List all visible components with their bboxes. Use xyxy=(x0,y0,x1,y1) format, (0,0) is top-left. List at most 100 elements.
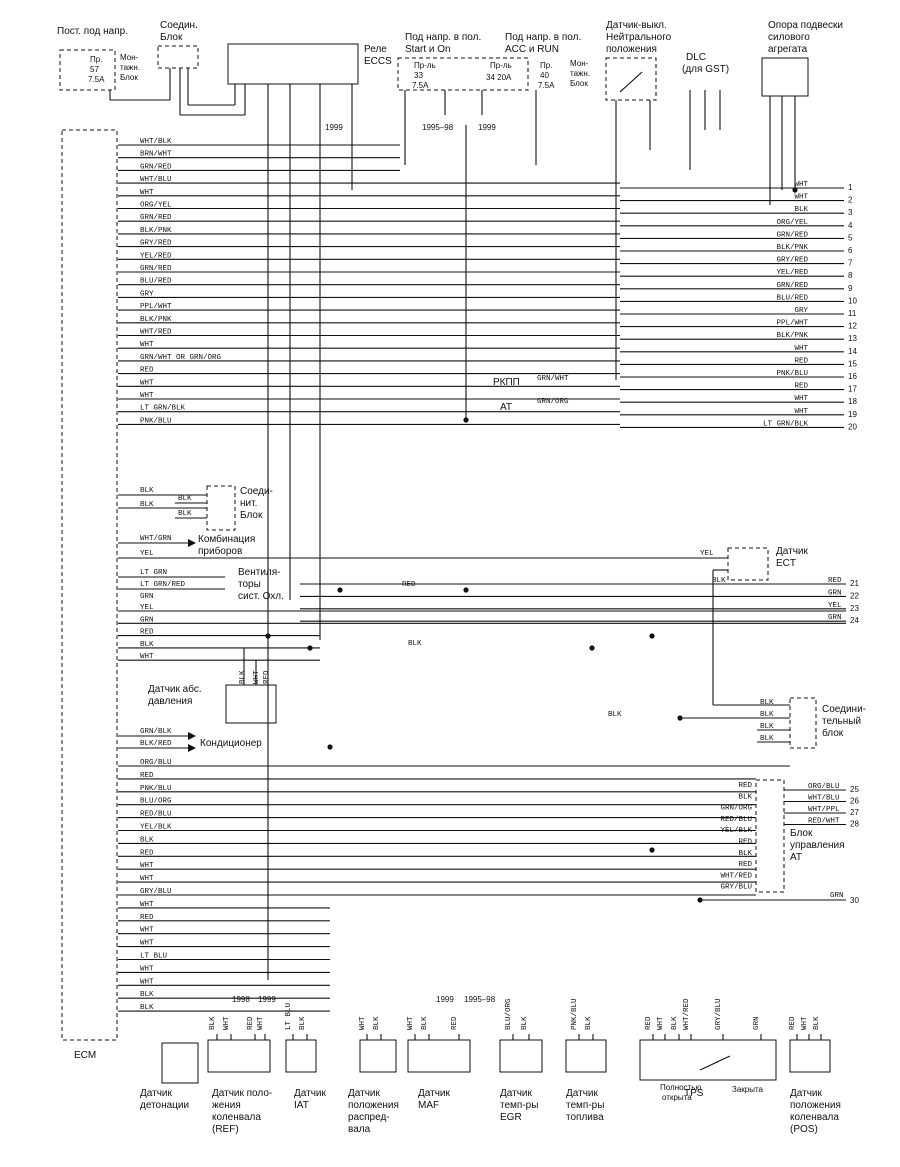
right-pin-16: 16 xyxy=(848,372,857,381)
cluster-l1: Комбинация xyxy=(198,533,255,545)
pos-sensor-box xyxy=(789,1039,831,1073)
mid-blk-label2: BLK xyxy=(608,711,622,719)
mid-right-pin-24: 24 xyxy=(850,616,859,625)
relay-eccs-l1: Реле xyxy=(364,44,387,55)
ect-box xyxy=(727,547,769,581)
right-wire-label-20: LT GRN/BLK xyxy=(763,420,809,428)
ect-l1: Датчик xyxy=(776,546,808,557)
joint-block-right xyxy=(789,697,817,749)
fans-l3: сист. Охл. xyxy=(238,591,284,602)
at-control-box xyxy=(755,779,785,893)
fuse40-l3: 7.5A xyxy=(538,81,555,90)
bottom-maf-label-2: RED xyxy=(451,1016,459,1030)
right-wire-label-11: GRY xyxy=(794,307,808,315)
right-pin-19: 19 xyxy=(848,410,857,419)
right-wire-label-3: BLK xyxy=(794,206,808,214)
at-out-pin-28: 28 xyxy=(850,820,859,829)
at-out-label-28: RED/WHT xyxy=(808,818,840,826)
dlc-l1: DLC xyxy=(686,52,706,63)
mount-block2-l2: тажн. xyxy=(570,69,590,78)
cluster-wire: WHT/GRN xyxy=(140,535,172,543)
sensor-8-name-1: положения xyxy=(790,1100,841,1111)
bottom-ref-label-2: RED xyxy=(247,1016,255,1030)
joint-block-top-l2: Блок xyxy=(160,32,183,43)
fuse33-l3: 7.5A xyxy=(412,81,429,90)
right-wire-label-10: BLU/RED xyxy=(776,294,808,302)
fan-w2: LT GRN/RED xyxy=(140,581,186,589)
ac-w1: BLK/RED xyxy=(140,740,172,748)
ground-joint-block xyxy=(206,485,236,531)
fuse57-box xyxy=(59,49,116,91)
fuse34-l2: 34 20A xyxy=(486,73,512,82)
sensor-8-name-2: коленвала xyxy=(790,1112,839,1123)
joint-block-top xyxy=(157,45,199,69)
yr-1999a: 1999 xyxy=(258,995,276,1004)
start-on-l2: Start и On xyxy=(405,44,451,55)
right-pin-8: 8 xyxy=(848,271,853,280)
mid-right-pin-23: 23 xyxy=(850,604,859,613)
neutral-switch-l2: Нейтрального xyxy=(606,32,672,43)
sensor-8-name-3: (POS) xyxy=(790,1124,818,1135)
sensor-6-name-1: темп-ры xyxy=(566,1100,604,1111)
left-wire-label-14: BLK/PNK xyxy=(140,316,172,324)
fuse-box-label: Пост. под напр. xyxy=(57,26,128,37)
junction-dot-1 xyxy=(463,417,469,423)
at-inner-label-7: RED xyxy=(738,861,752,869)
mid-left-label-0: YEL xyxy=(140,604,154,612)
baro-l1: Датчик абс. xyxy=(148,683,202,695)
right-wire-label-14: WHT xyxy=(794,345,808,353)
relay-eccs-box xyxy=(227,43,359,85)
gnd-w1: BLK xyxy=(140,487,154,495)
ac-w0: GRN/BLK xyxy=(140,728,172,736)
sensor-4-name-0: Датчик xyxy=(418,1088,450,1099)
left-wire-label-3: WHT/BLU xyxy=(140,176,172,184)
yr-1998: 1998 xyxy=(232,995,250,1004)
neutral-switch-l3: положения xyxy=(606,44,657,55)
at-ctl-l1: Блок xyxy=(790,828,813,839)
mount-block-l1: Мон- xyxy=(120,53,139,62)
fuse33-l1: Пр-ль xyxy=(414,61,436,70)
gnd-w4: BLK xyxy=(178,510,192,518)
fuse57-l3: 7.5A xyxy=(88,75,105,84)
left-wire-label-18: RED xyxy=(140,367,154,375)
ground-block-l1: Соеди- xyxy=(240,486,273,497)
sensor-3-name-3: вала xyxy=(348,1124,371,1135)
year-1999-top2: 1999 xyxy=(478,123,496,132)
bottom-tps-label-4: GRY/BLU xyxy=(715,998,723,1030)
right-pin-15: 15 xyxy=(848,359,857,368)
mount-block2-l3: Блок xyxy=(570,79,588,88)
fuse40-l1: Пр. xyxy=(540,61,552,70)
mount-block2-l1: Мон- xyxy=(570,59,589,68)
lower-left-label-13: WHT xyxy=(140,927,154,935)
year-1995-98-top: 1995–98 xyxy=(422,123,454,132)
right-pin-9: 9 xyxy=(848,284,853,293)
mount-block-l3: Блок xyxy=(120,73,138,82)
right-wire-label-7: GRY/RED xyxy=(776,257,808,265)
engine-mount-box xyxy=(761,57,809,97)
ect-l2: ECT xyxy=(776,558,796,569)
jb-right-l1: Соедини- xyxy=(822,704,866,715)
sensor-1-name-0: Датчик поло- xyxy=(212,1088,272,1099)
at-out-label-26: WHT/BLU xyxy=(808,795,840,803)
at-inner-label-5: RED xyxy=(738,839,752,847)
mid-blk-label: BLK xyxy=(408,640,422,648)
jb-right-l3: блок xyxy=(822,727,844,739)
right-wire-label-9: GRN/RED xyxy=(776,282,808,290)
bottom-tps-label-5: GRN xyxy=(753,1016,761,1030)
left-wire-label-2: GRN/RED xyxy=(140,163,172,171)
tps-box xyxy=(639,1039,777,1081)
mid-right-label-24: GRN xyxy=(828,614,842,622)
lower-left-label-17: WHT xyxy=(140,978,154,986)
right-pin-5: 5 xyxy=(848,233,853,242)
bottom-tps-label-2: BLK xyxy=(671,1016,679,1030)
gnd-w2: BLK xyxy=(178,495,192,503)
mid-right-pin-21: 21 xyxy=(850,579,859,588)
bottom-tps-label-0: RED xyxy=(645,1016,653,1030)
bottom-iat-label-1: BLK xyxy=(299,1016,307,1030)
junction-dot-3 xyxy=(463,587,469,593)
right-wire-label-2: WHT xyxy=(794,194,808,202)
right-wire-label-16: PNK/BLU xyxy=(776,370,808,378)
lower-left-label-0: ORG/BLU xyxy=(140,759,172,767)
bottom-maf-label-1: BLK xyxy=(421,1016,429,1030)
jbr-w1: BLK xyxy=(760,711,774,719)
